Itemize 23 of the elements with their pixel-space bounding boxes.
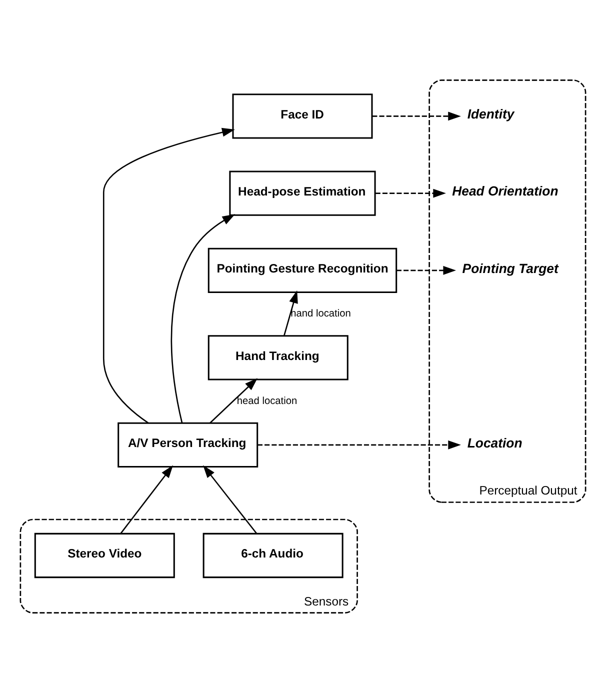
arrow <box>120 465 174 534</box>
arrow <box>257 440 461 450</box>
node-text: Head Orientation <box>452 184 558 199</box>
arrow <box>210 378 258 424</box>
node-box: Hand Tracking <box>208 335 348 380</box>
node-box: A/V Person Tracking <box>118 422 258 468</box>
edge-label: hand location <box>290 308 351 320</box>
node-box: Face ID <box>232 94 373 139</box>
node-box: Head-pose Estimation <box>229 170 376 216</box>
arrow <box>372 112 461 121</box>
node-text: Identity <box>467 106 514 122</box>
node-text: Location <box>467 435 522 450</box>
edge-label: head location <box>236 396 298 407</box>
arrow <box>170 214 236 424</box>
arrow <box>396 266 456 275</box>
node-box: Stereo Video <box>34 532 175 578</box>
node-box: 6-ch Audio <box>202 532 344 578</box>
node-box: Pointing Gesture Recognition <box>208 248 398 293</box>
arrow <box>375 188 446 198</box>
arrow <box>284 290 298 336</box>
arrow <box>203 465 258 534</box>
arrow <box>102 128 235 424</box>
node-text: Pointing Target <box>462 260 558 276</box>
